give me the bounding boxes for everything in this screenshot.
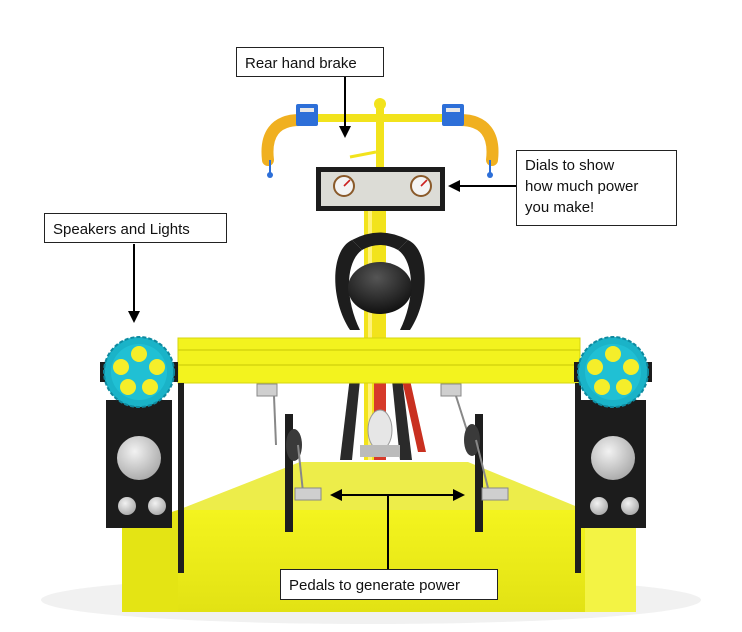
pedal-left	[256, 383, 322, 532]
light-left	[100, 336, 178, 408]
seat	[335, 232, 425, 330]
arrow-pedals	[330, 489, 465, 569]
handlebar	[261, 98, 499, 215]
label-pedals: Pedals to generate power	[280, 569, 498, 600]
callout-arrows	[128, 77, 516, 569]
arrow-speakers	[128, 244, 140, 323]
dials-panel	[316, 167, 445, 211]
light-right	[574, 336, 652, 408]
pedal-right	[440, 383, 509, 532]
speaker-left	[106, 400, 172, 528]
speaker-right	[580, 400, 646, 528]
label-rear-hand-brake: Rear hand brake	[236, 47, 384, 77]
front-bar	[177, 337, 581, 573]
arrow-dials	[448, 180, 516, 192]
label-speakers-lights: Speakers and Lights	[44, 213, 227, 243]
label-dials: Dials to show how much power you make!	[516, 150, 677, 226]
power-dial-right	[410, 175, 432, 197]
power-dial-left	[333, 175, 355, 197]
arrow-brake	[339, 77, 351, 138]
